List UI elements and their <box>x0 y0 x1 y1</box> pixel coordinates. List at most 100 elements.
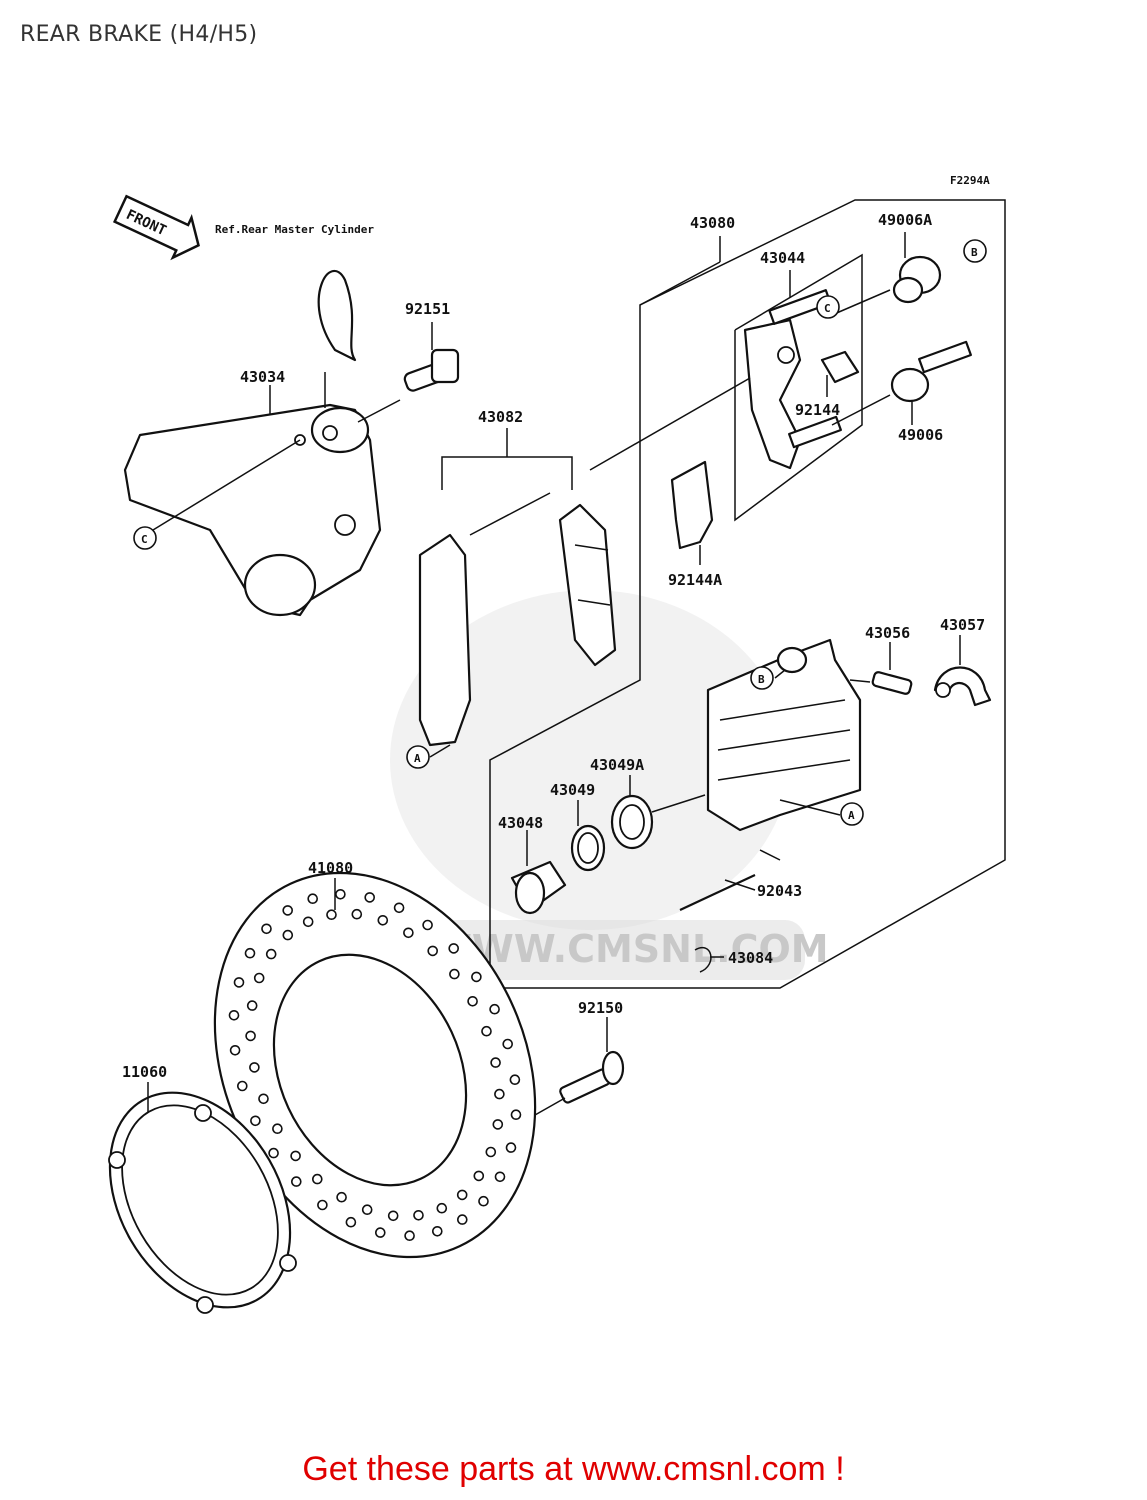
label-41080: 41080 <box>308 859 353 877</box>
callout-b-top: B <box>963 239 987 263</box>
label-43049: 43049 <box>550 781 595 799</box>
disc-hole <box>403 927 414 939</box>
svg-text:A: A <box>848 809 855 822</box>
disc-hole <box>505 1142 517 1153</box>
disc-hole <box>228 1009 240 1021</box>
callout-c-left: C <box>133 526 157 550</box>
bolt-92150 <box>559 1050 625 1104</box>
piston-43048 <box>510 860 567 915</box>
callout-c-top: C <box>816 295 840 319</box>
label-43049A: 43049A <box>590 756 644 774</box>
disc-hole <box>253 972 265 984</box>
clip-43084 <box>694 947 712 973</box>
label-49006: 49006 <box>898 426 943 444</box>
anti-rattle-spring-92144A <box>670 460 714 550</box>
disc-hole <box>427 945 439 957</box>
disc-hole <box>473 1170 485 1182</box>
disc-hole <box>245 1030 256 1042</box>
assembly-bracket-43044 <box>734 253 863 522</box>
disc-hole <box>290 1176 302 1187</box>
caliper-body <box>706 638 862 832</box>
disc-hole <box>377 914 389 926</box>
disc-hole <box>456 1189 468 1201</box>
disc-hole <box>456 1214 468 1225</box>
spring-92144 <box>820 350 860 384</box>
ref-note: Ref.Rear Master Cylinder <box>215 223 374 236</box>
disc-hole <box>244 947 256 959</box>
disc-hole <box>307 893 319 905</box>
page-title: REAR BRAKE (H4/H5) <box>20 22 258 47</box>
svg-text:C: C <box>141 533 148 546</box>
disc-hole <box>233 977 245 988</box>
bolt-92151 <box>403 348 460 392</box>
disc-hole <box>494 1088 505 1100</box>
disc-hole <box>413 1210 424 1221</box>
gasket-11060 <box>108 1091 297 1314</box>
disc-hole <box>282 929 294 941</box>
disc-hole <box>335 888 346 900</box>
disc-hole <box>261 923 272 935</box>
label-43057: 43057 <box>940 616 985 634</box>
disc-hole <box>502 1038 514 1050</box>
disc-hole <box>282 905 294 916</box>
svg-text:A: A <box>414 752 421 765</box>
label-43082: 43082 <box>478 408 523 426</box>
disc-hole <box>290 1150 301 1162</box>
svg-text:B: B <box>971 246 978 259</box>
disc-hole <box>237 1080 248 1092</box>
label-43080: 43080 <box>690 214 735 232</box>
footer-link[interactable]: Get these parts at www.cmsnl.com ! <box>302 1450 845 1488</box>
disc-hole <box>246 1000 258 1011</box>
front-arrow-icon: FRONT <box>112 194 200 261</box>
pad-bracket-43082 <box>441 456 573 490</box>
disc-hole <box>471 971 482 983</box>
disc-hole <box>336 1191 347 1203</box>
label-43044: 43044 <box>760 249 805 267</box>
brake-pad-inner <box>558 503 617 667</box>
disc-hole <box>268 1147 279 1159</box>
bleeder-valve-43056 <box>871 671 913 695</box>
disc-hole <box>326 909 337 921</box>
label-92144A: 92144A <box>668 571 722 589</box>
label-92043: 92043 <box>757 882 802 900</box>
disc-hole <box>431 1226 443 1237</box>
disc-hole <box>250 1115 261 1127</box>
disc-hole <box>436 1202 448 1214</box>
caliper-holder-43044 <box>743 318 802 470</box>
disc-hole <box>510 1109 522 1120</box>
label-11060: 11060 <box>122 1063 167 1081</box>
disc-hole <box>467 995 478 1007</box>
label-43056: 43056 <box>865 624 910 642</box>
disc-hole <box>494 1171 506 1183</box>
svg-text:B: B <box>758 673 765 686</box>
boot-49006A <box>892 255 942 304</box>
label-43048: 43048 <box>498 814 543 832</box>
disc-hole <box>249 1062 260 1073</box>
assembly-bracket-43080 <box>489 199 1006 989</box>
svg-text:C: C <box>824 302 831 315</box>
disc-hole <box>258 1093 269 1105</box>
watermark-text: WWW.CMSNL.COM <box>430 927 829 971</box>
disc-hole <box>229 1045 241 1056</box>
disc-hole <box>361 1204 373 1215</box>
disc-hole <box>351 908 363 920</box>
disc-hole <box>422 919 433 931</box>
disc-hole <box>485 1146 497 1158</box>
brake-disc-41080 <box>213 871 537 1259</box>
caliper-bracket-43034 <box>123 403 382 617</box>
cap-43057 <box>933 666 992 707</box>
disc-hole <box>265 948 277 960</box>
label-43084: 43084 <box>728 949 773 967</box>
callout-b-caliper: B <box>750 666 774 690</box>
figure-code: F2294A <box>950 174 990 187</box>
label-92151: 92151 <box>405 300 450 318</box>
disc-hole <box>448 943 460 954</box>
disc-hole <box>449 968 460 980</box>
label-43034: 43034 <box>240 368 285 386</box>
disc-hole <box>492 1119 504 1130</box>
disc-hole <box>509 1074 521 1085</box>
label-49006A: 49006A <box>878 211 932 229</box>
disc-hole <box>364 892 376 903</box>
disc-hole <box>489 1003 500 1015</box>
disc-hole <box>393 902 405 914</box>
